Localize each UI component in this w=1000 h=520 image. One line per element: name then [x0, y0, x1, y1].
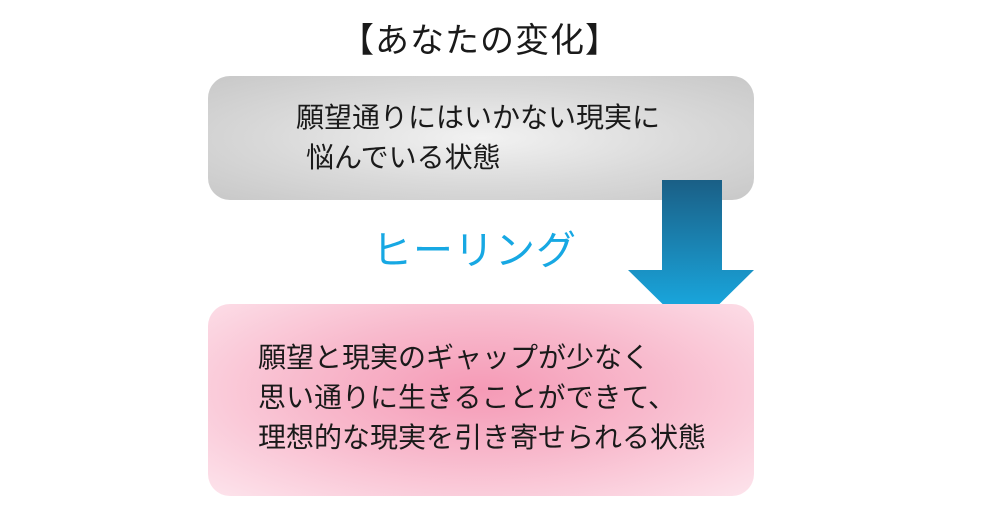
- before-state-text: 願望通りにはいかない現実に 悩んでいる状態: [296, 98, 660, 178]
- after-state-box: 願望と現実のギャップが少なく 思い通りに生きることができて、 理想的な現実を引き…: [208, 304, 754, 496]
- after-line-3: 理想的な現実を引き寄せられる状態: [258, 421, 707, 454]
- before-line-2: 悩んでいる状態: [306, 141, 501, 174]
- before-line-1: 願望通りにはいかない現実に: [296, 101, 661, 134]
- after-state-text: 願望と現実のギャップが少なく 思い通りに生きることができて、 理想的な現実を引き…: [258, 338, 706, 458]
- process-label: ヒーリング: [372, 228, 577, 274]
- after-line-1: 願望と現実のギャップが少なく: [258, 341, 651, 374]
- before-state-box: 願望通りにはいかない現実に 悩んでいる状態: [208, 76, 754, 200]
- after-line-2: 思い通りに生きることができて、: [258, 381, 677, 414]
- diagram-title: 【あなたの変化】: [340, 21, 620, 61]
- down-arrow-icon: [628, 180, 754, 332]
- arrow-shape: [628, 180, 754, 332]
